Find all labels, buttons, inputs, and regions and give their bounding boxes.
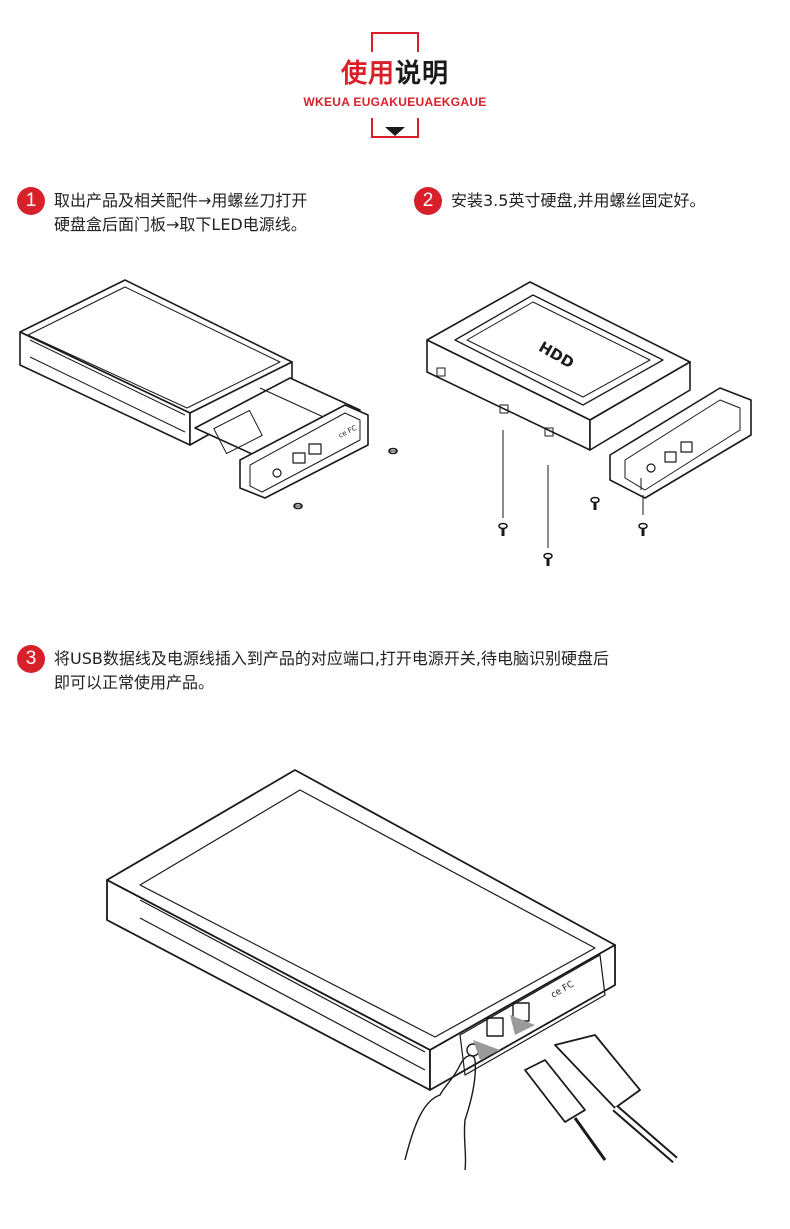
power-cable-icon — [524, 1059, 607, 1161]
step-instructions: 安装3.5英寸硬盘,并用螺丝固定好。 — [451, 189, 706, 213]
page-title: 使用说明 — [340, 59, 450, 89]
step-line: 将USB数据线及电源线插入到产品的对应端口,打开电源开关,待电脑识别硬盘后 — [54, 649, 610, 668]
insert-arrow-icon — [473, 1040, 500, 1060]
screw-icon — [498, 522, 508, 536]
page-subtitle: WKEUA EUGAKUEUAEKGAUE — [303, 95, 487, 109]
insert-arrow-icon — [510, 1015, 535, 1035]
header-frame — [371, 32, 419, 138]
down-arrow-icon — [385, 127, 405, 136]
step-number-badge: 1 — [17, 187, 45, 215]
step-line: 即可以正常使用产品。 — [54, 673, 215, 692]
step-instructions: 将USB数据线及电源线插入到产品的对应端口,打开电源开关,待电脑识别硬盘后 即可… — [54, 647, 609, 695]
usb-cable-icon — [554, 1034, 678, 1164]
step-number-badge: 3 — [17, 645, 45, 673]
step-line: 安装3.5英寸硬盘,并用螺丝固定好。 — [451, 191, 706, 210]
cable-connection-illustration: ce FC — [106, 769, 678, 1171]
step-line: 取出产品及相关配件→用螺丝刀打开 — [54, 191, 308, 210]
section-header: 使用说明 WKEUA EUGAKUEUAEKGAUE — [0, 0, 790, 145]
hdd-install-illustration: HDD — [426, 281, 752, 566]
open-enclosure-illustration: ce FC — [19, 279, 398, 510]
step-line: 硬盘盒后面门板→取下LED电源线。 — [54, 215, 307, 234]
screw-icon — [638, 522, 648, 536]
screw-icon — [293, 502, 303, 510]
screw-icon — [543, 552, 553, 566]
hand-icon — [404, 1054, 477, 1171]
screw-icon — [388, 447, 398, 455]
step-number-badge: 2 — [414, 187, 442, 215]
screw-icon — [590, 496, 600, 510]
step-instructions: 取出产品及相关配件→用螺丝刀打开 硬盘盒后面门板→取下LED电源线。 — [54, 189, 307, 237]
